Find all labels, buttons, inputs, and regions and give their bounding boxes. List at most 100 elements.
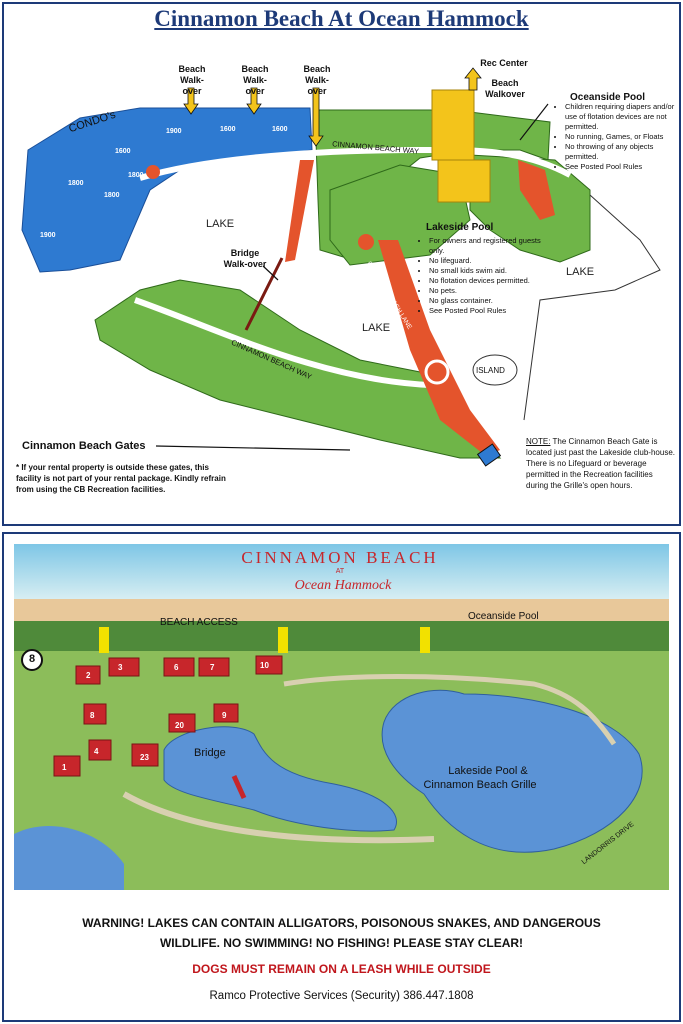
lakeside-lake bbox=[381, 689, 643, 853]
building-number: 23 bbox=[140, 753, 149, 762]
gates-arrow bbox=[155, 445, 351, 451]
beach-walkover-label: Beach Walkover bbox=[485, 78, 525, 99]
dune-trees bbox=[14, 621, 669, 651]
building-number: 6 bbox=[174, 663, 179, 672]
lakeside-rule: For owners and registered guests only. bbox=[429, 236, 541, 256]
lakeside-pool-title: Lakeside Pool bbox=[426, 222, 494, 233]
building-number: 10 bbox=[260, 661, 269, 670]
brand-at: AT bbox=[335, 568, 345, 575]
lake-label-east: LAKE bbox=[566, 266, 595, 278]
lakeside-rule: No glass container. bbox=[429, 296, 541, 306]
lakeside-rule: No small kids swim aid. bbox=[429, 266, 541, 276]
building-number: 2 bbox=[86, 671, 91, 680]
lakeside-clubhouse-block bbox=[437, 159, 491, 203]
island-shape bbox=[472, 354, 518, 386]
map-title: Cinnamon Beach At Ocean Hammock bbox=[154, 6, 529, 31]
walkover-label-2: Beach Walk-over bbox=[241, 64, 269, 96]
security-contact: Ramco Protective Services (Security) 386… bbox=[209, 990, 474, 1002]
condo-unit-4: 1600 bbox=[115, 148, 131, 155]
condo-unit-2: 1600 bbox=[220, 126, 236, 133]
lakeside-rule: No lifeguard. bbox=[429, 256, 541, 266]
bridge-line bbox=[231, 774, 247, 800]
oceanside-pool-rules: Children requiring diapers and/or use of… bbox=[556, 102, 683, 172]
roundabout-upper bbox=[146, 165, 160, 179]
condo-unit-3: 1600 bbox=[272, 126, 288, 133]
condo-unit-6: 1600 bbox=[230, 182, 246, 189]
marker-circle bbox=[21, 649, 43, 671]
oceanside-pool-title: Oceanside Pool bbox=[570, 92, 646, 103]
lakeside-path-red bbox=[378, 240, 500, 456]
oceanside-pool-shape bbox=[518, 160, 555, 220]
rec-center-block bbox=[431, 89, 475, 161]
beach-access-label: BEACH ACCESS bbox=[160, 617, 238, 628]
building-number: 8 bbox=[90, 711, 95, 720]
building-number: 4 bbox=[94, 747, 99, 756]
rec-center-label: Rec Center bbox=[480, 58, 528, 68]
lakeside-pool-grille-label-1: Lakeside Pool & bbox=[448, 765, 528, 777]
condo-unit-5: 1500 bbox=[178, 192, 194, 199]
condo-unit-10: 1900 bbox=[148, 224, 164, 231]
oceanside-rule: See Posted Pool Rules bbox=[565, 162, 683, 172]
gates-label: Cinnamon Beach Gates bbox=[22, 440, 146, 452]
site-map-drawing bbox=[21, 67, 661, 467]
condo-area bbox=[21, 107, 313, 273]
roundabout-middle bbox=[358, 234, 374, 250]
building-number: 1 bbox=[62, 763, 67, 772]
gate-marker bbox=[476, 443, 502, 467]
lake-label-west: LAKE bbox=[206, 218, 235, 230]
gate-note: NOTE: The Cinnamon Beach Gate is located… bbox=[526, 436, 676, 491]
roundabout-lower bbox=[424, 359, 450, 385]
lakeside-pool-grille-label-2: Cinnamon Beach Grille bbox=[423, 779, 537, 791]
beach-sand bbox=[14, 599, 669, 621]
brand-top: CINNAMON BEACH bbox=[241, 548, 439, 567]
yellow-beach-markers bbox=[99, 627, 430, 653]
island-label: ISLAND bbox=[476, 366, 505, 375]
road-north bbox=[283, 674, 617, 746]
note-heading: NOTE: bbox=[526, 437, 551, 446]
bridge-lake bbox=[163, 726, 397, 832]
bridge-path-red bbox=[285, 160, 314, 262]
road-main bbox=[122, 791, 435, 844]
bridge-label: Bridge bbox=[194, 747, 226, 759]
oceanside-rule: No running, Games, or Floats bbox=[565, 132, 683, 142]
lake-label-center: LAKE bbox=[362, 322, 391, 334]
building-number: 20 bbox=[175, 721, 184, 730]
ocean bbox=[14, 544, 669, 599]
aerial-illustration-panel bbox=[2, 532, 681, 1022]
gates-footnote: * If your rental property is outside the… bbox=[16, 463, 226, 494]
warning-line-1: WARNING! LAKES CAN CONTAIN ALLIGATORS, P… bbox=[82, 916, 601, 930]
brand-bottom: Ocean Hammock bbox=[294, 578, 392, 593]
condo-roofs bbox=[53, 655, 283, 777]
condo-unit-8: 1800 bbox=[104, 192, 120, 199]
oceanside-rule: No throwing of any objects permitted. bbox=[565, 142, 683, 162]
site-map-panel bbox=[2, 2, 681, 526]
oceanside-pool-label: Oceanside Pool bbox=[468, 611, 539, 622]
walkover-arrows bbox=[183, 67, 482, 147]
dogs-leash-notice: DOGS MUST REMAIN ON A LEASH WHILE OUTSID… bbox=[192, 962, 491, 976]
west-lake bbox=[14, 825, 124, 890]
bridge-walkover-line bbox=[244, 257, 284, 331]
condo-unit-1: 1900 bbox=[166, 128, 182, 135]
building-number: 9 bbox=[222, 711, 227, 720]
note-body: The Cinnamon Beach Gate is located just … bbox=[526, 437, 675, 490]
walkover-label-1: Beach Walk-over bbox=[178, 64, 206, 96]
warning-line-2: WILDLIFE. NO SWIMMING! NO FISHING! PLEAS… bbox=[159, 936, 524, 950]
road-lines-right bbox=[523, 194, 661, 421]
lakeside-rule: See Posted Pool Rules bbox=[429, 306, 541, 316]
lakeside-rule: No pets. bbox=[429, 286, 541, 296]
aerial-illustration bbox=[14, 544, 669, 890]
lakeside-rule: No flotation devices permitted. bbox=[429, 276, 541, 286]
condo-unit-7: 1800 bbox=[68, 180, 84, 187]
walkover-label-3: Beach Walk-over bbox=[303, 64, 331, 96]
bridge-walkover-label: Bridge Walk-over bbox=[223, 248, 267, 269]
lakeside-pool-rules: For owners and registered guests only. N… bbox=[420, 236, 541, 316]
bridge-label-arrow bbox=[262, 265, 279, 281]
oceanside-rule: Children requiring diapers and/or use of… bbox=[565, 102, 683, 132]
condo-unit-9: 1900 bbox=[40, 232, 56, 239]
building-number: 3 bbox=[118, 663, 123, 672]
marker-number: 8 bbox=[28, 653, 36, 665]
road-cinnamon-beach-way-bottom bbox=[134, 297, 431, 388]
condo-unit-11: 1800 bbox=[128, 172, 144, 179]
road-cinnamon-beach-way-top bbox=[139, 146, 572, 181]
oceanside-arrow bbox=[519, 103, 549, 141]
